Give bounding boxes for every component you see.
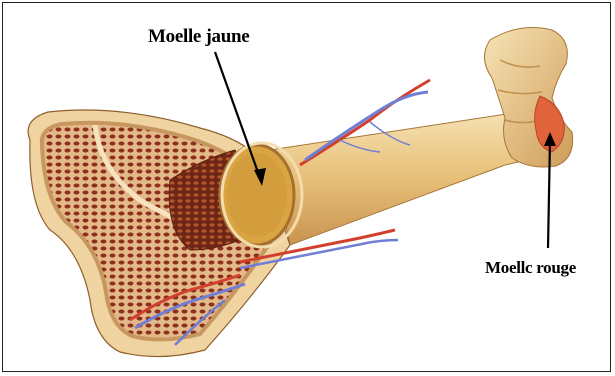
label-yellow-marrow: Moelle jaune (148, 26, 249, 48)
label-red-marrow: Moellc rouge (485, 258, 576, 278)
